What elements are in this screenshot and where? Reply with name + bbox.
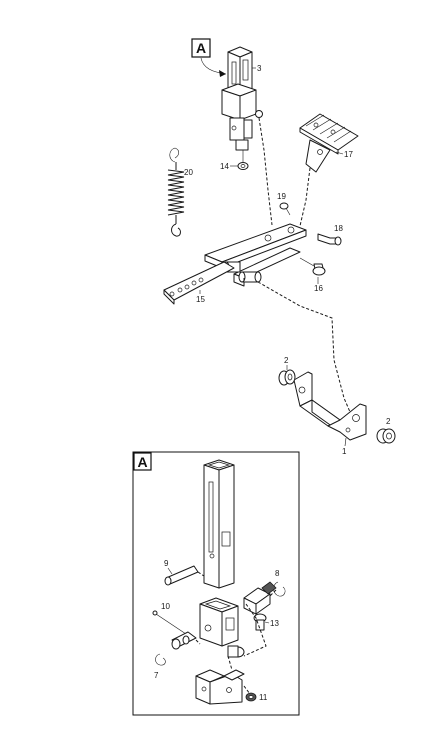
callout-8: 8: [275, 569, 280, 578]
callout-16: 16: [314, 284, 323, 293]
part-10-rod: [152, 610, 197, 650]
callout-2-right: 2: [386, 417, 391, 426]
callout-14: 14: [220, 162, 229, 171]
ref-a-detail-label: A: [137, 454, 147, 470]
detail-square-tube: [203, 459, 235, 589]
part-3-pedal-shaft: [221, 46, 263, 151]
callout-7: 7: [154, 671, 159, 680]
part-20-spring: [167, 147, 185, 237]
callout-3: 3: [257, 64, 262, 73]
callout-17: 17: [344, 150, 353, 159]
part-1-mounting-bracket: [293, 371, 367, 441]
part-2-bushing-left: [278, 369, 296, 386]
callout-15: 15: [196, 295, 205, 304]
detail-a-frame: A: [132, 451, 300, 716]
part-18-bolt: [317, 233, 342, 246]
callout-11: 11: [259, 693, 268, 702]
callout-10: 10: [161, 602, 170, 611]
callout-13: 13: [270, 619, 279, 628]
pedal-arm-assembly: [204, 223, 307, 287]
assembly-guide-lines: [243, 117, 351, 413]
callout-2-left: 2: [284, 356, 289, 365]
detail-assembly-guide-lines: [195, 571, 277, 695]
callout-19: 19: [277, 192, 286, 201]
part-14-nut: [237, 150, 249, 170]
part-17-pedal-pad: [299, 113, 359, 173]
part-11-nut: [245, 692, 257, 702]
part-16-bolt: [299, 257, 326, 276]
part-9-pin: [164, 565, 199, 586]
callout-20: 20: [184, 168, 193, 177]
part-13-bolt: [253, 613, 267, 631]
part-2-bushing-right: [376, 428, 396, 444]
callout-1: 1: [342, 447, 347, 456]
callout-9: 9: [164, 559, 169, 568]
part-19-bolt: [279, 202, 291, 216]
part-15-adjustment-bar: [163, 261, 235, 305]
detail-u-bracket: [195, 669, 245, 705]
callout-18: 18: [334, 224, 343, 233]
part-7-clip: [155, 653, 166, 666]
detail-reference-a-marker: A: [191, 38, 227, 77]
ref-a-label: A: [196, 40, 206, 56]
part-8-clip: [273, 581, 286, 597]
detail-adjustment-knob: [243, 581, 277, 615]
detail-lower-bracket: [199, 597, 245, 658]
